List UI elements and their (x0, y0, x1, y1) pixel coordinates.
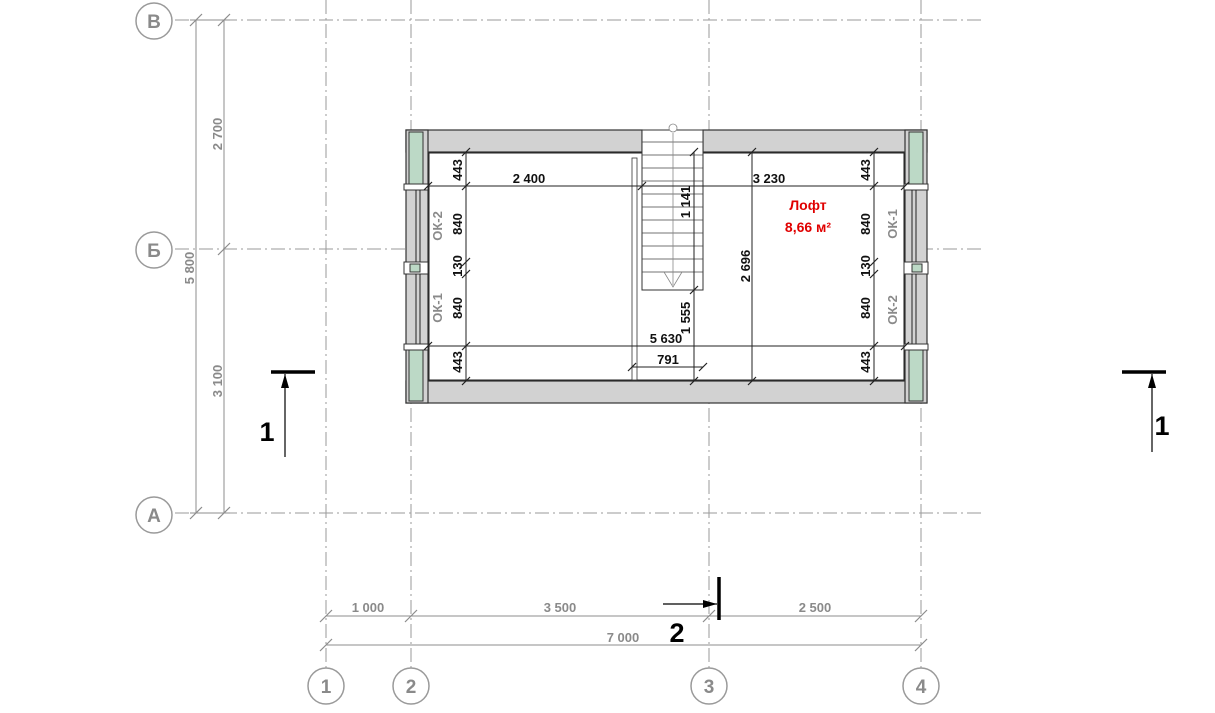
window-mark-left-upper: ОК-2 (430, 211, 445, 241)
dim-left-443-top: 443 (450, 159, 465, 181)
axis-label-4: 4 (916, 677, 927, 698)
dim-left-443-bottom: 443 (450, 351, 465, 373)
dim-stair-lower: 1 555 (678, 302, 693, 335)
bottom-dimension-chain: 1 000 3 500 2 500 7 000 (319, 600, 928, 652)
dim-bottom-total: 7 000 (607, 630, 640, 645)
axis-label-a: А (147, 506, 161, 527)
axis-bubble-v: В (135, 2, 173, 40)
dim-right-840-top: 840 (858, 213, 873, 235)
dim-right-840-bottom: 840 (858, 297, 873, 319)
wall-top-right (702, 129, 928, 153)
dim-left-840-bottom: 840 (450, 297, 465, 319)
axis-bubble-b: Б (135, 231, 173, 269)
axis-bubble-a: А (135, 496, 173, 534)
room-name: Лофт (789, 197, 826, 213)
section-mark-left: 1 (259, 370, 315, 457)
dim-top-left: 2 400 (513, 171, 546, 186)
axis-label-3: 3 (704, 677, 715, 698)
axis-bubble-2: 2 (392, 667, 430, 705)
section-mark-right: 1 (1122, 370, 1170, 452)
dim-right-443-top: 443 (858, 159, 873, 181)
dim-stair-upper: 1 141 (678, 186, 693, 219)
section-mark-bottom: 2 (663, 577, 721, 648)
dim-left-total: 5 800 (182, 252, 197, 285)
window-mark-left-lower: ОК-1 (430, 293, 445, 323)
room-area: 8,66 м² (785, 219, 831, 235)
axis-bubble-3: 3 (690, 667, 728, 705)
dim-bottom-1-2: 1 000 (352, 600, 385, 615)
internal-dimensions: 2 400 3 230 5 630 791 1 141 1 555 2 696 … (423, 147, 910, 386)
left-dimension-chain: 2 700 3 100 5 800 (182, 13, 231, 520)
dim-bottom-2-3: 3 500 (544, 600, 577, 615)
section-label-right: 1 (1154, 411, 1169, 441)
dim-left-top: 2 700 (210, 118, 225, 151)
dim-bottom-3-4: 2 500 (799, 600, 832, 615)
window-right-top-glass (908, 131, 924, 185)
dim-room-height: 2 696 (738, 250, 753, 283)
stair (631, 123, 704, 381)
window-marks: ОК-2 ОК-1 ОК-1 ОК-2 (430, 209, 900, 325)
axis-label-b: Б (147, 241, 161, 262)
dim-left-840-top: 840 (450, 213, 465, 235)
right-windows (903, 131, 929, 402)
dim-top-right: 3 230 (753, 171, 786, 186)
wall-top-left (405, 129, 643, 153)
axis-bubble-1: 1 (307, 667, 345, 705)
axis-bubble-4: 4 (902, 667, 940, 705)
axis-label-2: 2 (406, 677, 417, 698)
dim-bottom-width: 5 630 (650, 331, 683, 346)
section-label-left: 1 (259, 417, 274, 447)
left-windows (403, 131, 429, 402)
dim-left-bottom: 3 100 (210, 365, 225, 398)
room-label: Лофт 8,66 м² (785, 197, 831, 235)
window-mark-right-upper: ОК-1 (885, 209, 900, 239)
window-left-bottom-glass (408, 349, 424, 402)
dim-left-130: 130 (450, 255, 465, 277)
section-label-bottom: 2 (669, 618, 684, 648)
dim-stair-width: 791 (657, 352, 679, 367)
axis-label-v: В (147, 12, 161, 33)
window-left-top-glass (408, 131, 424, 185)
window-right-bottom-glass (908, 349, 924, 402)
axis-label-1: 1 (321, 677, 332, 698)
dim-right-130: 130 (858, 255, 873, 277)
dim-right-443-bottom: 443 (858, 351, 873, 373)
window-mark-right-lower: ОК-2 (885, 295, 900, 325)
wall-bottom (405, 380, 928, 404)
